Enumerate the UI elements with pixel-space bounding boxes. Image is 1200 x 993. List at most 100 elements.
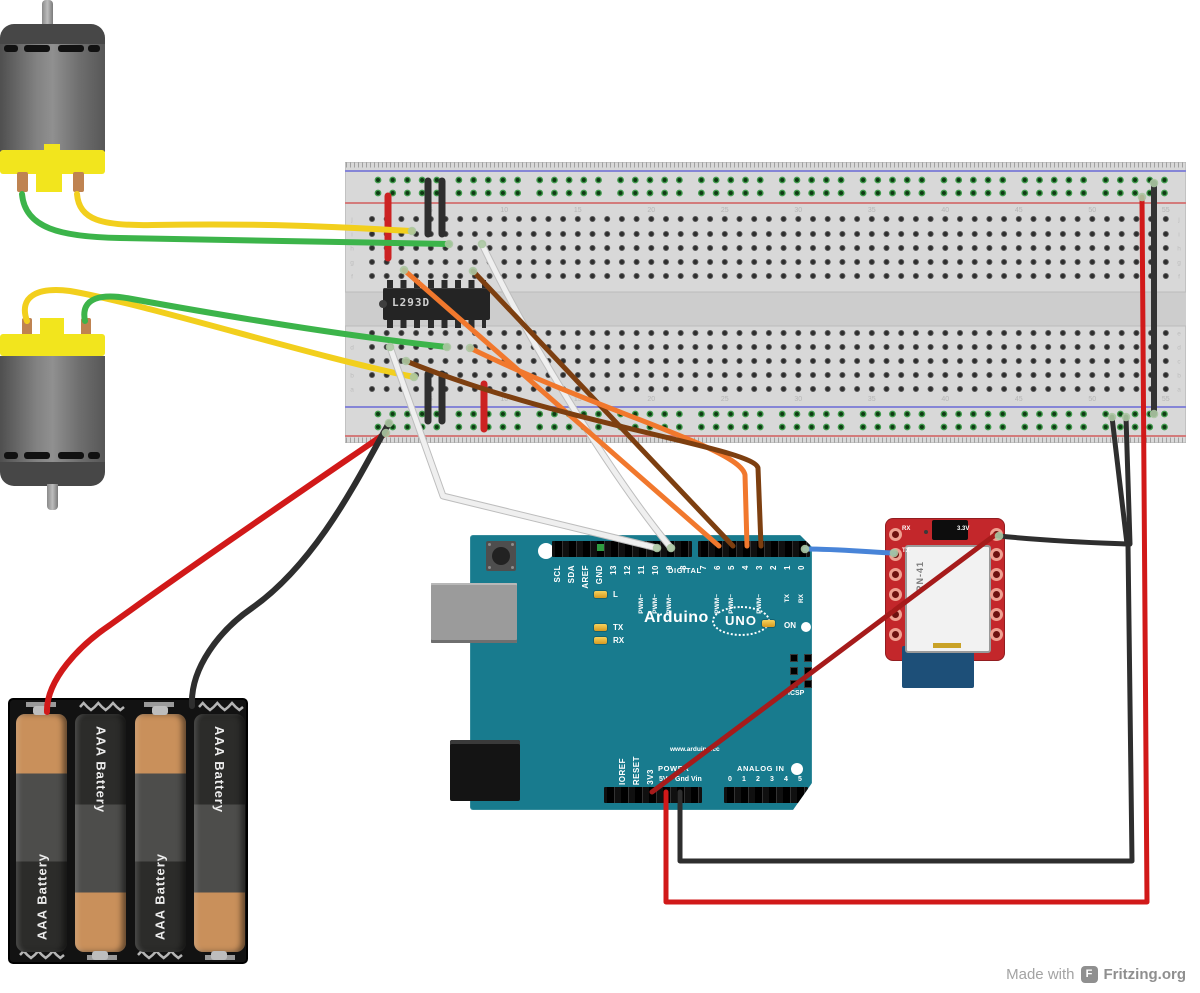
- grid-hole: [486, 273, 493, 279]
- bus-hole: [631, 423, 639, 431]
- grid-hole: [1059, 386, 1066, 392]
- grid-hole: [398, 386, 405, 392]
- grid-hole: [1045, 231, 1052, 237]
- pin-sublabel: PWM~: [652, 594, 659, 614]
- column-number: 20: [647, 207, 655, 214]
- grid-hole: [1118, 358, 1125, 364]
- row-letter: d: [1177, 345, 1181, 352]
- battery-spring: [79, 701, 125, 712]
- bus-hole: [808, 189, 816, 197]
- grid-hole: [780, 231, 787, 237]
- grid-hole: [780, 358, 787, 364]
- grid-hole: [824, 259, 831, 265]
- motor2-vent: [58, 452, 84, 459]
- bus-hole: [580, 423, 588, 431]
- icsp-pin: [790, 654, 798, 662]
- grid-hole: [457, 372, 464, 378]
- grid-hole: [398, 231, 405, 237]
- grid-hole: [1162, 330, 1169, 336]
- fritzing-brand: Fritzing.org: [1103, 966, 1187, 983]
- grid-hole: [648, 259, 655, 265]
- bus-hole: [822, 176, 830, 184]
- grid-hole: [530, 245, 537, 251]
- grid-hole: [1074, 386, 1081, 392]
- wire-bluetooth-ground: [996, 533, 1131, 547]
- grid-hole: [868, 358, 875, 364]
- column-number: 5: [429, 207, 433, 214]
- grid-hole: [810, 259, 816, 265]
- bus-hole: [1080, 410, 1088, 418]
- grid-hole: [957, 344, 963, 350]
- bus-hole: [595, 176, 602, 184]
- pin-label-11: 11: [637, 565, 646, 575]
- bus-hole: [580, 176, 588, 184]
- bus-hole: [565, 410, 573, 418]
- grid-hole: [383, 273, 390, 279]
- grid-hole: [589, 245, 596, 251]
- bus-hole: [698, 410, 705, 418]
- grid-hole: [927, 330, 934, 336]
- grid-hole: [854, 273, 861, 279]
- grid-hole: [942, 273, 949, 279]
- grid-hole: [648, 216, 655, 222]
- grid-hole: [986, 358, 993, 364]
- grid-hole: [383, 245, 390, 251]
- grid-hole: [663, 344, 669, 350]
- grid-hole: [1001, 259, 1008, 265]
- bus-hole: [631, 410, 639, 418]
- grid-hole: [604, 372, 611, 378]
- grid-hole: [839, 231, 846, 237]
- grid-hole: [780, 344, 787, 350]
- bus-hole: [859, 423, 867, 431]
- bluetooth-pin: [889, 627, 902, 641]
- grid-hole: [795, 372, 802, 378]
- grid-hole: [383, 372, 390, 378]
- bus-hole: [580, 189, 588, 197]
- bus-hole: [551, 189, 558, 197]
- grid-hole: [1045, 372, 1052, 378]
- grid-hole: [810, 231, 816, 237]
- bus-hole: [617, 189, 624, 197]
- grid-hole: [1059, 231, 1066, 237]
- grid-hole: [545, 330, 552, 336]
- grid-hole: [1030, 259, 1037, 265]
- grid-hole: [369, 259, 375, 265]
- grid-hole: [1118, 344, 1125, 350]
- grid-hole: [1118, 216, 1125, 222]
- grid-hole: [427, 245, 434, 251]
- grid-hole: [560, 372, 567, 378]
- grid-hole: [986, 259, 993, 265]
- motor2-body: [0, 356, 105, 462]
- grid-hole: [398, 358, 405, 364]
- grid-hole: [442, 344, 449, 350]
- grid-hole: [1133, 330, 1140, 336]
- grid-hole: [721, 273, 728, 279]
- grid-hole: [868, 344, 875, 350]
- bus-hole: [778, 176, 786, 184]
- grid-hole: [560, 358, 567, 364]
- grid-hole: [1030, 245, 1037, 251]
- grid-hole: [1148, 386, 1155, 392]
- analog-pin-label-3: 3: [770, 776, 774, 783]
- grid-hole: [545, 245, 552, 251]
- grid-hole: [618, 372, 625, 378]
- grid-hole: [633, 216, 640, 222]
- bus-hole: [903, 189, 911, 197]
- grid-hole: [589, 344, 596, 350]
- grid-hole: [545, 231, 552, 237]
- grid-hole: [883, 330, 890, 336]
- analog-pin-label-2: 2: [756, 776, 760, 783]
- grid-hole: [707, 231, 714, 237]
- row-letter: e: [350, 331, 354, 338]
- grid-hole: [1104, 344, 1110, 350]
- bus-hole: [698, 423, 705, 431]
- bus-hole: [631, 189, 639, 197]
- led-tx-label: TX: [613, 623, 624, 632]
- analog-pin-label-0: 0: [728, 776, 732, 783]
- bus-hole: [874, 423, 882, 431]
- grid-hole: [530, 216, 537, 222]
- bluetooth-rn41-module: RN-41: [905, 545, 991, 653]
- column-number: 30: [794, 207, 802, 214]
- led-l: [594, 591, 607, 598]
- grid-hole: [971, 273, 978, 279]
